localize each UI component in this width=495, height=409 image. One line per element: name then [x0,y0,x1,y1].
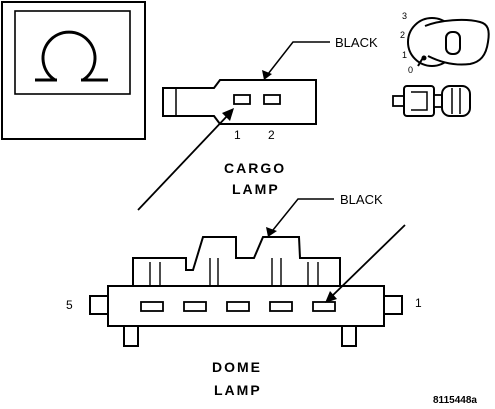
key-scale-2: 2 [400,30,405,40]
cargo-lamp-title-line2: LAMP [232,181,280,197]
cargo-lamp-connector [162,79,317,125]
dome-terminal-4 [183,301,207,312]
dome-lamp-connector [89,236,403,347]
dome-lamp-title-line2: LAMP [214,382,262,398]
key-scale-0: 0 [408,65,413,75]
cargo-pin-1-label: 1 [234,128,241,142]
dome-terminal-2 [269,301,293,312]
omega-symbol-icon [1,1,146,140]
dome-lamp-title-line1: DOME [212,359,262,375]
bulb-socket-icon [392,85,471,117]
ignition-key-icon: 3 2 1 0 [400,11,490,75]
key-scale-1: 1 [402,50,407,60]
cargo-terminal-2 [263,94,281,105]
cargo-lamp-title-line1: CARGO [224,160,286,176]
dome-terminal-5 [140,301,164,312]
cargo-pin-2-label: 2 [268,128,275,142]
cargo-black-wire-label: BLACK [335,35,378,50]
dome-terminal-3 [226,301,250,312]
dome-terminal-1 [312,301,336,312]
cargo-terminal-1 [233,94,251,105]
figure-code: 8115448a [433,395,477,406]
dome-pin-1-label: 1 [415,296,422,310]
dome-pin-5-label: 5 [66,298,73,312]
key-scale-3: 3 [402,11,407,21]
dome-black-wire-label: BLACK [340,192,383,207]
